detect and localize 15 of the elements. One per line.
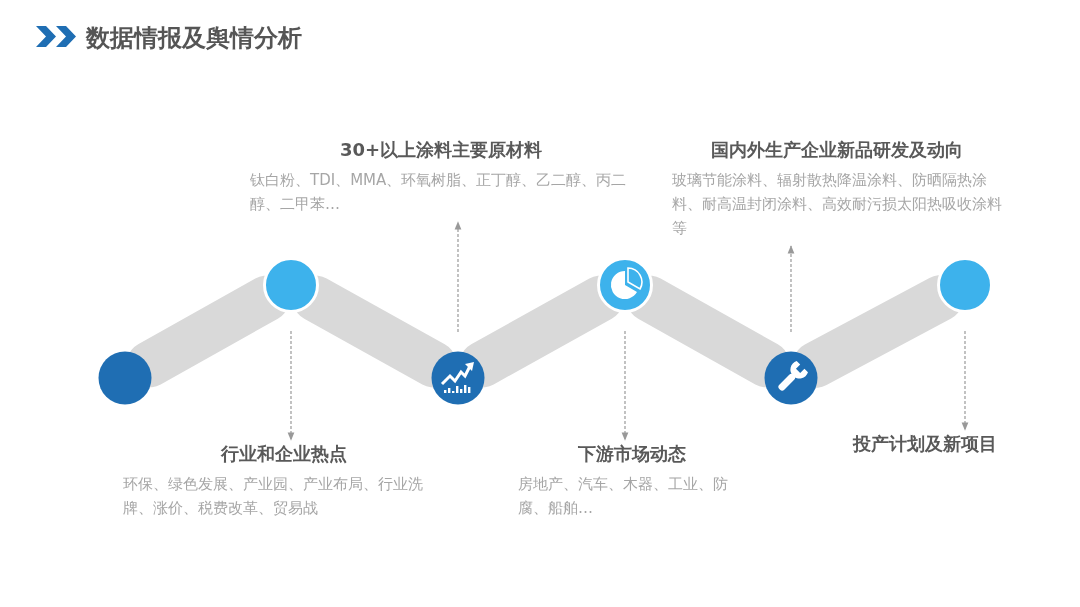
arrow xyxy=(287,330,295,441)
page-title: 数据情报及舆情分析 xyxy=(86,23,302,54)
step-heading: 30+以上涂料主要原材料 xyxy=(338,138,544,162)
arrow xyxy=(961,330,969,431)
arrow xyxy=(787,245,795,333)
step-heading: 国内外生产企业新品研发及动向 xyxy=(710,138,964,162)
step-description: 钛白粉、TDI、MMA、环氧树脂、正丁醇、乙二醇、丙二醇、二甲苯… xyxy=(250,170,628,215)
step-description: 环保、绿色发展、产业园、产业布局、行业洗牌、涨价、税费改革、贸易战 xyxy=(123,474,424,519)
arrow xyxy=(454,221,462,333)
step-heading: 下游市场动态 xyxy=(577,442,687,466)
step-description: 房地产、汽车、木器、工业、防腐、船舶… xyxy=(518,474,729,519)
step-heading: 投产计划及新项目 xyxy=(851,432,998,456)
arrow xyxy=(621,330,629,441)
step-heading: 行业和企业热点 xyxy=(219,442,348,466)
step-description: 玻璃节能涂料、辐射散热降温涂料、防晒隔热涂料、耐高温封闭涂料、高效耐污损太阳热吸收涂料等 xyxy=(672,170,1002,239)
